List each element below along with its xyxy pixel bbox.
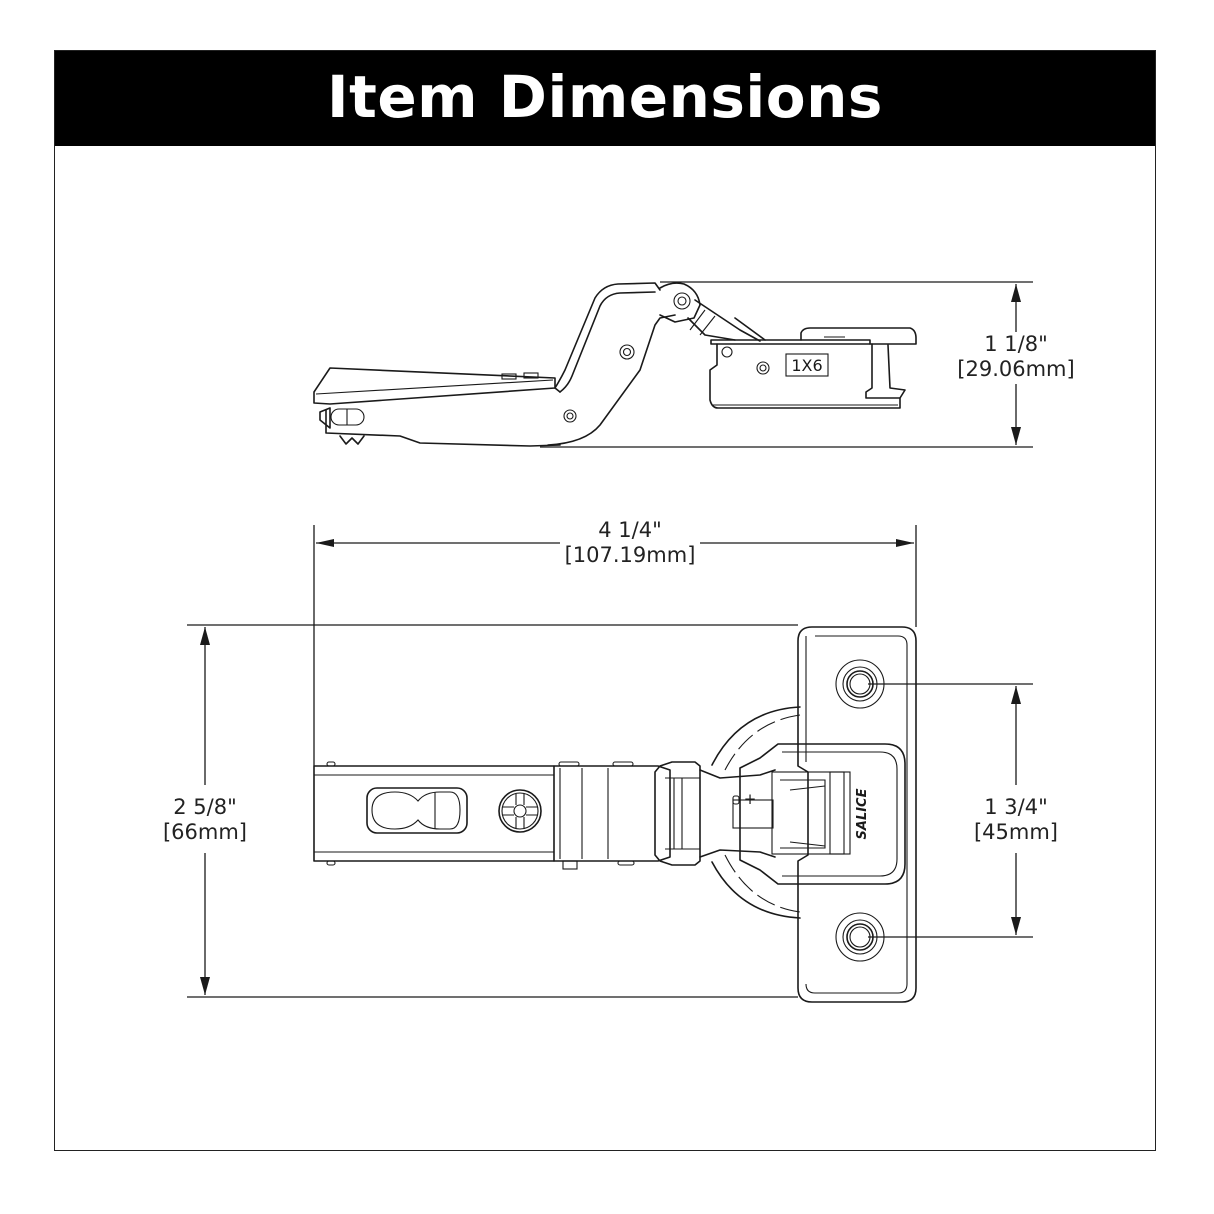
width-imperial: 2 5/8" <box>173 795 237 819</box>
hole-spacing-imperial: 1 3/4" <box>984 795 1048 819</box>
height-imperial: 1 1/8" <box>984 332 1048 356</box>
title-banner: Item Dimensions <box>55 51 1155 146</box>
length-metric: [107.19mm] <box>564 543 696 567</box>
hinge-top-view: + SALICE <box>187 525 1033 1003</box>
height-metric: [29.06mm] <box>957 357 1075 381</box>
cup-marking-1x6: 1X6 <box>791 356 822 375</box>
page-title: Item Dimensions <box>327 62 883 131</box>
center-mark: + <box>744 790 757 808</box>
height-dimension-label: 1 1/8" [29.06mm] <box>955 332 1077 382</box>
length-dimension-label: 4 1/4" [107.19mm] <box>560 518 700 568</box>
width-dimension-label: 2 5/8" [66mm] <box>155 795 255 845</box>
brand-mark-salice: SALICE <box>855 788 870 839</box>
width-metric: [66mm] <box>162 820 248 844</box>
hole-spacing-metric: [45mm] <box>973 820 1059 844</box>
length-imperial: 4 1/4" <box>598 518 662 542</box>
drawing-frame: Item Dimensions <box>54 50 1156 1151</box>
hinge-side-view: 1X6 <box>313 281 1033 448</box>
hole-spacing-dimension-label: 1 3/4" [45mm] <box>966 795 1066 845</box>
